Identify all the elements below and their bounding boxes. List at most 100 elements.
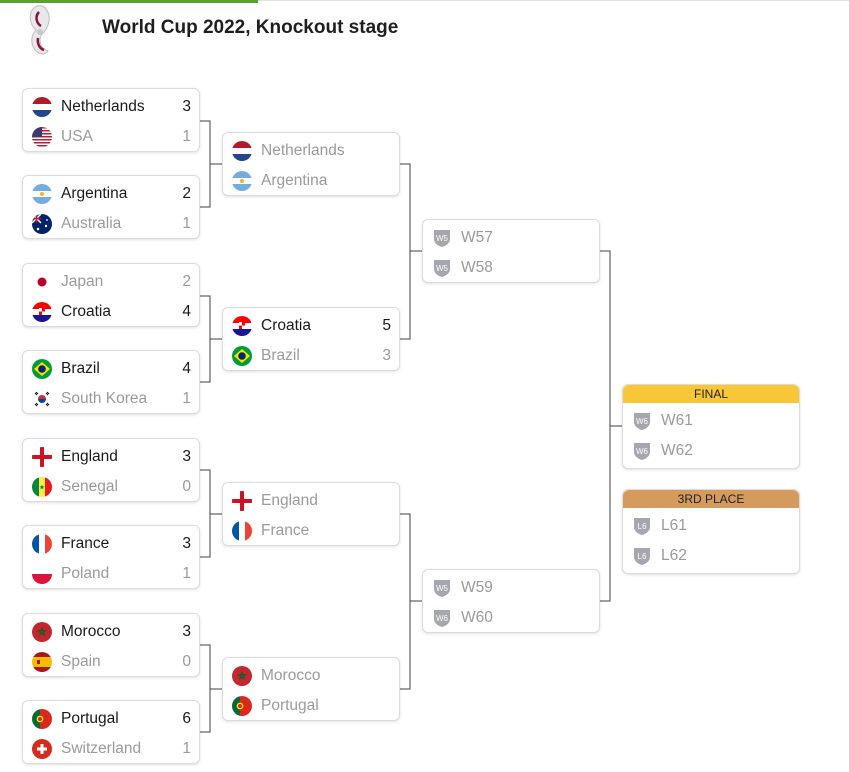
team-score: 6	[182, 710, 191, 727]
team-name: Netherlands	[61, 98, 145, 115]
team-name: USA	[61, 128, 93, 145]
svg-text:W5: W5	[436, 584, 449, 593]
portugal-flag-icon	[32, 709, 52, 729]
croatia-flag-icon	[32, 302, 52, 322]
placeholder-shield-icon: L6	[632, 546, 652, 566]
team-row[interactable]: South Korea 1	[23, 384, 199, 414]
placeholder-shield-icon: W6	[632, 411, 652, 431]
team-name: Morocco	[61, 623, 121, 640]
team-row[interactable]: Portugal	[223, 691, 399, 721]
team-score: 5	[382, 317, 391, 334]
team-row[interactable]: W5 W59	[423, 573, 599, 603]
svg-text:W6: W6	[636, 417, 649, 426]
team-row[interactable]: England 3	[23, 442, 199, 472]
team-name: England	[261, 492, 318, 509]
team-name: South Korea	[61, 390, 148, 407]
team-name: Argentina	[261, 172, 328, 189]
team-score: 0	[182, 653, 191, 670]
placeholder-shield-icon: W5	[432, 258, 452, 278]
team-row[interactable]: Switzerland 1	[23, 734, 199, 764]
svg-text:W5: W5	[436, 264, 449, 273]
team-row[interactable]: Argentina	[223, 166, 399, 196]
match-stage-label: 3RD PLACE	[623, 490, 799, 508]
england-flag-icon	[232, 491, 252, 511]
page-title: World Cup 2022, Knockout stage	[102, 17, 399, 38]
team-name: England	[61, 448, 118, 465]
svg-text:W5: W5	[436, 234, 449, 243]
team-name: Australia	[61, 215, 122, 232]
team-row[interactable]: Netherlands	[223, 136, 399, 166]
team-name: Poland	[61, 565, 110, 582]
team-row[interactable]: Morocco	[223, 661, 399, 691]
team-score: 4	[182, 360, 191, 377]
placeholder-shield-icon: W5	[432, 228, 452, 248]
team-score: 1	[182, 390, 191, 407]
team-score: 1	[182, 128, 191, 145]
brazil-flag-icon	[232, 346, 252, 366]
team-row[interactable]: Portugal 6	[23, 704, 199, 734]
world-cup-logo	[26, 4, 56, 56]
team-score: 0	[182, 478, 191, 495]
svg-text:W6: W6	[436, 614, 449, 623]
svg-text:L6: L6	[638, 522, 647, 531]
south-korea-flag-icon	[32, 389, 52, 409]
team-score: 3	[182, 448, 191, 465]
team-name: W59	[461, 579, 493, 596]
team-score: 3	[382, 347, 391, 364]
team-name: W60	[461, 609, 493, 626]
team-name: W62	[661, 442, 693, 459]
argentina-flag-icon	[232, 171, 252, 191]
team-row[interactable]: France	[223, 516, 399, 546]
team-score: 1	[182, 740, 191, 757]
team-name: Spain	[61, 653, 101, 670]
team-row[interactable]: Spain 0	[23, 647, 199, 677]
team-row[interactable]: USA 1	[23, 122, 199, 152]
top-divider	[258, 0, 849, 1]
england-flag-icon	[32, 447, 52, 467]
team-name: Portugal	[261, 697, 319, 714]
team-name: Portugal	[61, 710, 119, 727]
switzerland-flag-icon	[32, 739, 52, 759]
brazil-flag-icon	[32, 359, 52, 379]
team-row[interactable]: England	[223, 486, 399, 516]
spain-flag-icon	[32, 652, 52, 672]
match-stage-label: FINAL	[623, 385, 799, 403]
team-row[interactable]: W6 W60	[423, 603, 599, 633]
team-name: Switzerland	[61, 740, 142, 757]
